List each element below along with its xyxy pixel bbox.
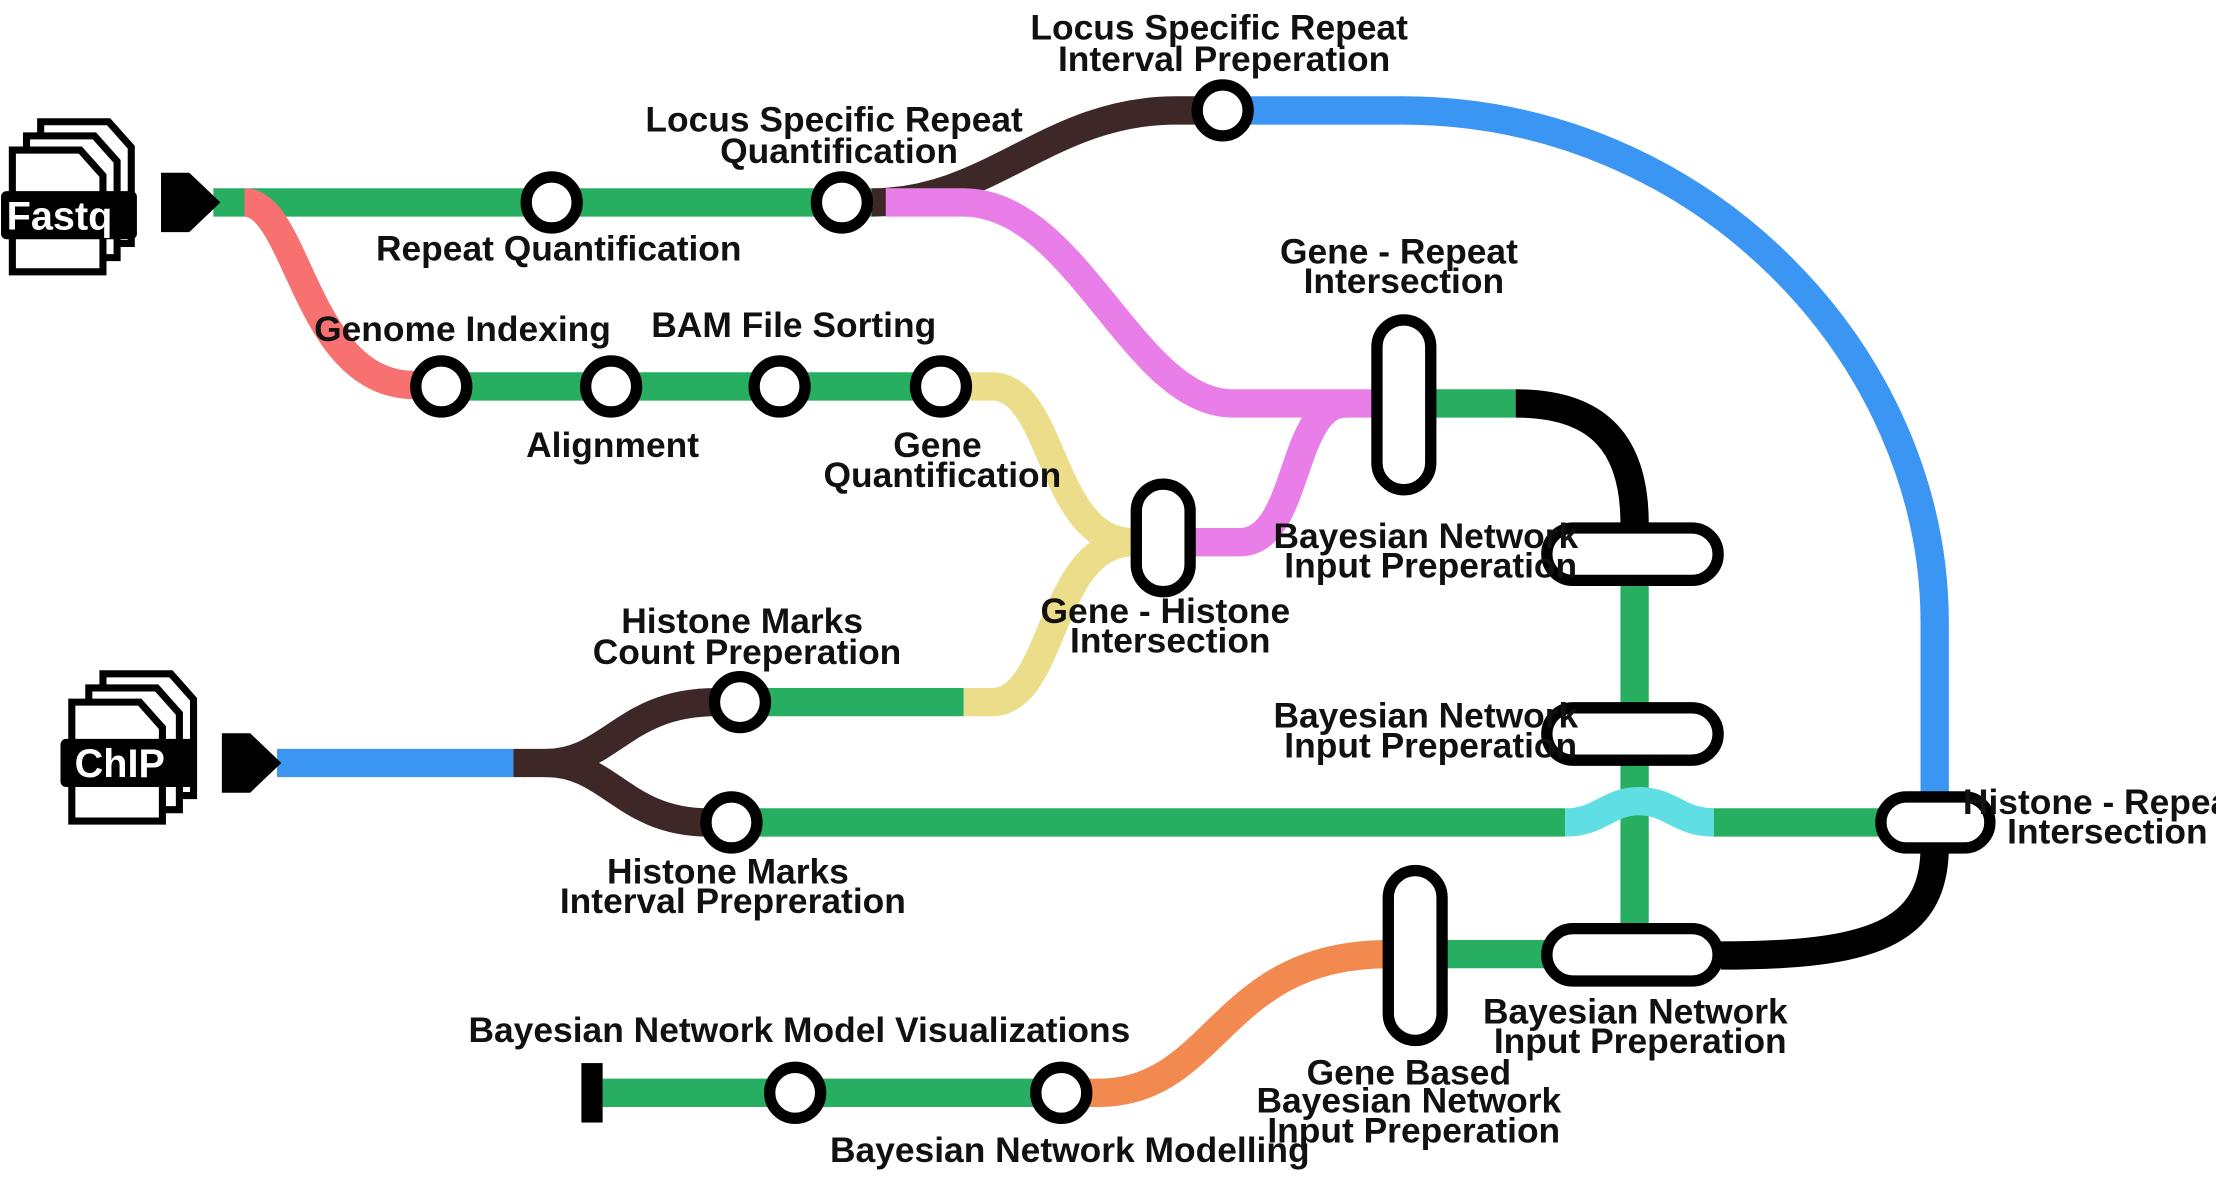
label-locus-interval: Locus Specific Repeat Interval Preperati…: [1030, 9, 1417, 79]
fastq-label: Fastq: [7, 194, 113, 238]
station-gene-histone[interactable]: [1130, 478, 1196, 598]
track-locus-gene-repeat: [885, 188, 1375, 418]
chip-start-terminal: [221, 733, 282, 793]
track-gene-repeat-bn1: [1515, 389, 1649, 524]
station-genome-indexing[interactable]: [410, 355, 473, 418]
label-bn-input-2: Bayesian Network Input Preperation: [1273, 697, 1588, 766]
fastq-start-terminal: [160, 172, 221, 233]
label-bam-sorting: BAM File Sorting: [651, 306, 936, 345]
track-histone-repeat-bn3: [1720, 846, 1949, 970]
label-repeat-quantification: Repeat Quantification: [376, 229, 742, 268]
station-locus-interval[interactable]: [1191, 79, 1254, 142]
station-locus-quantification[interactable]: [810, 171, 874, 234]
label-gene-repeat: Gene - Repeat Intersection: [1280, 232, 1528, 301]
station-bn-input-1[interactable]: [1541, 522, 1724, 587]
station-gene-based-bn[interactable]: [1382, 864, 1448, 1047]
station-bn-modelling[interactable]: [1030, 1061, 1093, 1124]
label-alignment: Alignment: [526, 426, 699, 465]
chip-label: ChIP: [75, 742, 165, 786]
tracks: [213, 96, 1949, 1107]
station-bn-input-2[interactable]: [1541, 702, 1724, 766]
label-gene-histone: Gene - Histone Intersection: [1041, 592, 1300, 661]
track-locus-histone-repeat: [1249, 96, 1949, 800]
station-histone-repeat[interactable]: [1875, 791, 1996, 854]
label-locus-quantification: Locus Specific Repeat Quantification: [645, 101, 1032, 171]
station-gene-repeat[interactable]: [1371, 314, 1437, 496]
track-histone-count-gene-histone: [963, 528, 1135, 717]
label-histone-repeat: Histone - Repeat Intersection: [1963, 783, 2216, 852]
label-bn-visualizations: Bayesian Network Model Visualizations: [468, 1011, 1130, 1050]
bn-end-terminal: [581, 1063, 603, 1123]
label-genome-indexing: Genome Indexing: [314, 310, 611, 349]
fastq-files-icon: Fastq: [1, 118, 137, 276]
track-gene-quant-histone: [969, 372, 1135, 557]
station-histone-interval[interactable]: [700, 791, 763, 854]
station-bam-sorting[interactable]: [748, 355, 811, 418]
labels: Locus Specific Repeat Interval Preperati…: [314, 9, 2216, 1171]
station-histone-count[interactable]: [708, 670, 772, 734]
track-fastq-genome: [242, 188, 416, 400]
label-bn-input-3: Bayesian Network Input Preperation: [1483, 992, 1798, 1061]
station-bn-visualizations[interactable]: [764, 1061, 827, 1124]
label-histone-count: Histone Marks Count Preperation: [593, 602, 902, 672]
label-bn-modelling: Bayesian Network Modelling: [830, 1131, 1310, 1170]
label-histone-interval: Histone Marks Interval Prepreration: [560, 852, 906, 921]
station-gene-quantification[interactable]: [909, 355, 973, 418]
track-chip-interval: [545, 748, 710, 837]
track-gene-histone-gene-repeat: [1192, 389, 1348, 557]
track-modelling-gene-based: [1083, 939, 1389, 1107]
station-bn-input-3[interactable]: [1541, 922, 1724, 987]
label-gene-based-bn: Gene Based Bayesian Network Input Preper…: [1256, 1053, 1571, 1150]
station-alignment[interactable]: [579, 355, 643, 418]
label-gene-quantification: Gene Quantification: [823, 426, 1061, 495]
stations: [410, 79, 1996, 1124]
chip-files-icon: ChIP: [60, 670, 198, 825]
track-cyan-crossing: [1564, 787, 1715, 837]
label-bn-input-1: Bayesian Network Input Preperation: [1273, 517, 1588, 586]
station-repeat-quantification[interactable]: [520, 171, 583, 234]
